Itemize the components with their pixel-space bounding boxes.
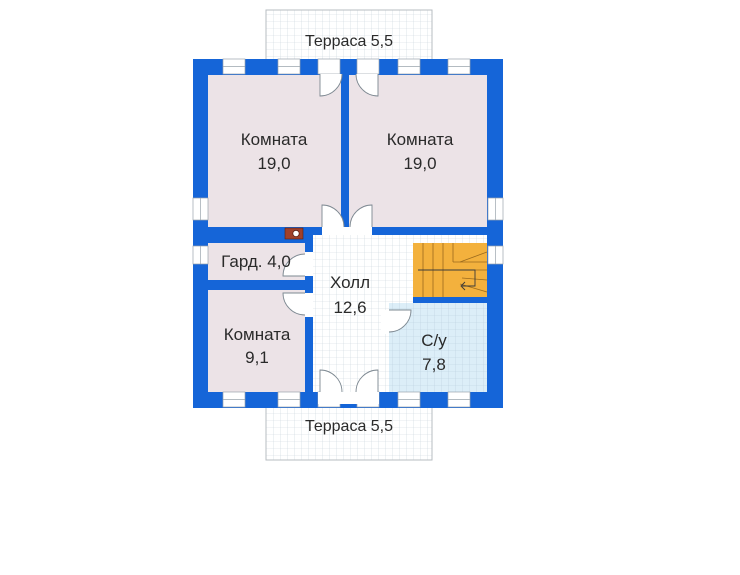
hall-name: Холл	[330, 273, 370, 292]
bathroom-area: 7,8	[422, 355, 446, 374]
staircase	[413, 243, 488, 297]
room-top-right-name: Комната	[387, 130, 454, 149]
terrace-top: Терраса 5,5	[265, 9, 433, 63]
hall-area: 12,6	[333, 298, 366, 317]
room-bottom-left-area: 9,1	[245, 348, 269, 367]
room-top-right-area: 19,0	[403, 154, 436, 173]
wardrobe-label: Гард. 4,0	[221, 252, 291, 271]
bathroom-name: С/у	[421, 331, 447, 350]
terrace-bottom: Терраса 5,5	[265, 401, 433, 461]
room-top-left	[208, 75, 341, 227]
terrace-top-label: Терраса 5,5	[305, 33, 393, 50]
terrace-bottom-label: Терраса 5,5	[305, 418, 393, 435]
room-bottom-left-name: Комната	[224, 325, 291, 344]
room-top-left-name: Комната	[241, 130, 308, 149]
doors	[282, 73, 412, 404]
chimney-flue-icon	[292, 229, 300, 238]
room-top-left-area: 19,0	[257, 154, 290, 173]
room-top-right	[349, 75, 487, 227]
